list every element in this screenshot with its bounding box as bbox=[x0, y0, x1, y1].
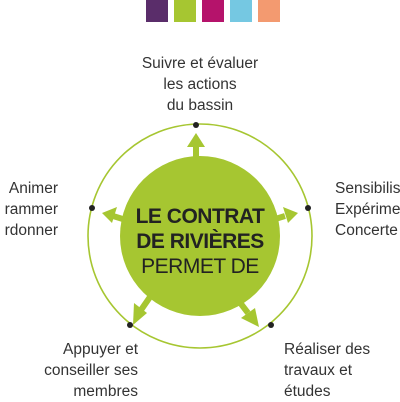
action-label-works: Réaliser des travaux et études bbox=[284, 339, 370, 402]
action-label-animate: Animer rammer rdonner bbox=[5, 178, 58, 241]
action-label-line: du bassin bbox=[166, 97, 234, 114]
center-title: LE CONTRAT DE RIVIÈRES PERMET DE bbox=[118, 204, 282, 279]
action-label-line: Sensibilis bbox=[335, 180, 400, 197]
center-title-line-1: LE CONTRAT bbox=[135, 205, 265, 228]
action-label-raise-awareness: Sensibilis Expérime Concerte bbox=[335, 178, 400, 241]
action-label-evaluate: Suivre et évaluer les actions du bassin bbox=[100, 53, 300, 116]
dot-top bbox=[193, 122, 199, 128]
action-label-line: Concerte bbox=[335, 222, 398, 239]
action-label-line: Expérime bbox=[335, 201, 400, 218]
arrow-bottom-left bbox=[133, 295, 153, 325]
center-circle bbox=[120, 156, 280, 316]
color-swatch-purple bbox=[146, 0, 168, 22]
dot-bottom-right bbox=[268, 322, 274, 328]
action-label-line: membres bbox=[73, 383, 138, 400]
color-swatch-magenta bbox=[202, 0, 224, 22]
action-label-line: Appuyer et bbox=[63, 341, 138, 358]
arrow-top bbox=[187, 133, 205, 157]
action-label-line: rdonner bbox=[4, 222, 58, 239]
action-label-line: travaux et bbox=[284, 362, 353, 379]
outer-ring bbox=[87, 123, 313, 349]
dot-left bbox=[89, 205, 95, 211]
action-label-line: Suivre et évaluer bbox=[141, 55, 259, 72]
color-swatch-green bbox=[174, 0, 196, 22]
dot-right bbox=[305, 205, 311, 211]
color-swatch-blue bbox=[230, 0, 252, 22]
arrow-right bbox=[271, 207, 298, 223]
action-label-line: Animer bbox=[8, 180, 58, 197]
action-label-line: les actions bbox=[163, 76, 237, 93]
center-title-line-3: PERMET DE bbox=[141, 255, 259, 278]
arrow-bottom-right bbox=[235, 298, 259, 327]
action-label-line: Réaliser des bbox=[284, 341, 371, 358]
dot-bottom-left bbox=[127, 322, 133, 328]
action-label-line: rammer bbox=[4, 201, 58, 218]
action-label-line: conseiller ses bbox=[44, 362, 138, 379]
action-label-support: Appuyer et conseiller ses membres bbox=[10, 339, 138, 402]
center-title-line-2: DE RIVIÈRES bbox=[136, 230, 264, 253]
action-label-line: études bbox=[284, 383, 331, 400]
arrow-left bbox=[102, 207, 127, 223]
color-swatch-orange bbox=[258, 0, 280, 22]
